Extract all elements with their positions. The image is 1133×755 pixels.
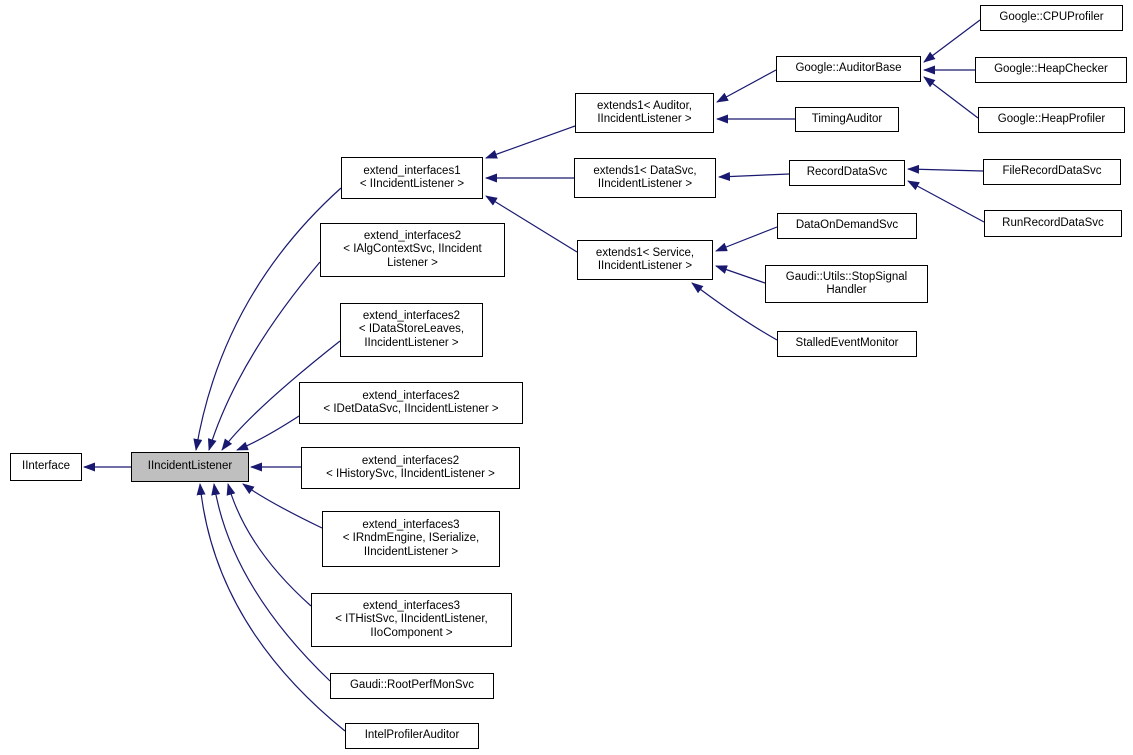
node-cpuprofiler[interactable]: Google::CPUProfiler [980, 5, 1123, 31]
node-ei2-idatastoreleaves[interactable]: extend_interfaces2 < IDataStoreLeaves, I… [340, 303, 483, 357]
node-runrecorddatasvc[interactable]: RunRecordDataSvc [984, 210, 1122, 237]
node-ei2-ihistorysvc[interactable]: extend_interfaces2 < IHistorySvc, IIncid… [301, 447, 520, 489]
node-extends1-service[interactable]: extends1< Service, IIncidentListener > [577, 240, 713, 280]
edge-auditorbase-to-extends1-auditor [716, 69, 777, 103]
node-recorddatasvc[interactable]: RecordDataSvc [789, 160, 905, 186]
edge-stalledeventmonitor-to-extends1-service [691, 282, 778, 341]
edge-ei2-ialgcontextsvc-to-iincidentlistener [207, 261, 321, 451]
node-stopsignalhandler[interactable]: Gaudi::Utils::StopSignal Handler [765, 265, 928, 303]
node-timingauditor[interactable]: TimingAuditor [795, 107, 899, 132]
edge-filerecorddatasvc-to-recorddatasvc [907, 164, 984, 174]
edge-recorddatasvc-to-extends1-datasvc [718, 172, 790, 182]
node-extend-interfaces1[interactable]: extend_interfaces1 < IIncidentListener > [341, 157, 483, 199]
edge-stopsignalhandler-to-extends1-service [715, 265, 766, 284]
node-heapchecker[interactable]: Google::HeapChecker [975, 57, 1127, 83]
node-dataondemandsvc[interactable]: DataOnDemandSvc [777, 213, 917, 239]
node-ei2-ialgcontextsvc[interactable]: extend_interfaces2 < IAlgContextSvc, IIn… [320, 223, 505, 277]
edge-rootperfmonsvc-to-iincidentlistener [211, 483, 331, 682]
edge-dataondemandsvc-to-extends1-service [715, 226, 778, 252]
node-auditorbase[interactable]: Google::AuditorBase [776, 56, 921, 82]
edge-extend-interfaces1-to-iincidentlistener [193, 187, 342, 451]
node-intelprofilerauditor[interactable]: IntelProfilerAuditor [345, 723, 479, 749]
node-ei2-idetdatasvc[interactable]: extend_interfaces2 < IDetDataSvc, IIncid… [299, 382, 523, 424]
node-extends1-datasvc[interactable]: extends1< DataSvc, IIncidentListener > [574, 158, 716, 198]
node-iinterface[interactable]: IInterface [10, 453, 82, 481]
edge-extends1-auditor-to-extend-interfaces1 [485, 125, 576, 159]
node-heapprofiler[interactable]: Google::HeapProfiler [978, 107, 1125, 133]
edge-ei3-irndmengine-to-iincidentlistener [242, 483, 323, 529]
node-filerecorddatasvc[interactable]: FileRecordDataSvc [983, 159, 1121, 185]
node-ei3-ithistsvc[interactable]: extend_interfaces3 < ITHistSvc, IInciden… [311, 593, 512, 647]
node-stalledeventmonitor[interactable]: StalledEventMonitor [777, 331, 917, 357]
edge-heapprofiler-to-auditorbase [923, 76, 979, 119]
edge-ei2-idatastoreleaves-to-iincidentlistener [221, 340, 341, 451]
node-iincidentlistener: IIncidentListener [131, 452, 249, 482]
node-ei3-irndmengine[interactable]: extend_interfaces3 < IRndmEngine, ISeria… [322, 511, 500, 567]
edge-extends1-service-to-extend-interfaces1 [485, 195, 578, 253]
node-extends1-auditor[interactable]: extends1< Auditor, IIncidentListener > [575, 93, 714, 133]
edge-ei3-ithistsvc-to-iincidentlistener [226, 483, 312, 607]
edge-intelprofilerauditor-to-iincidentlistener [196, 483, 346, 732]
node-rootperfmonsvc[interactable]: Gaudi::RootPerfMonSvc [330, 673, 494, 699]
edge-ei2-idetdatasvc-to-iincidentlistener [236, 415, 300, 451]
edge-runrecorddatasvc-to-recorddatasvc [907, 180, 985, 223]
edge-cpuprofiler-to-auditorbase [923, 19, 981, 63]
